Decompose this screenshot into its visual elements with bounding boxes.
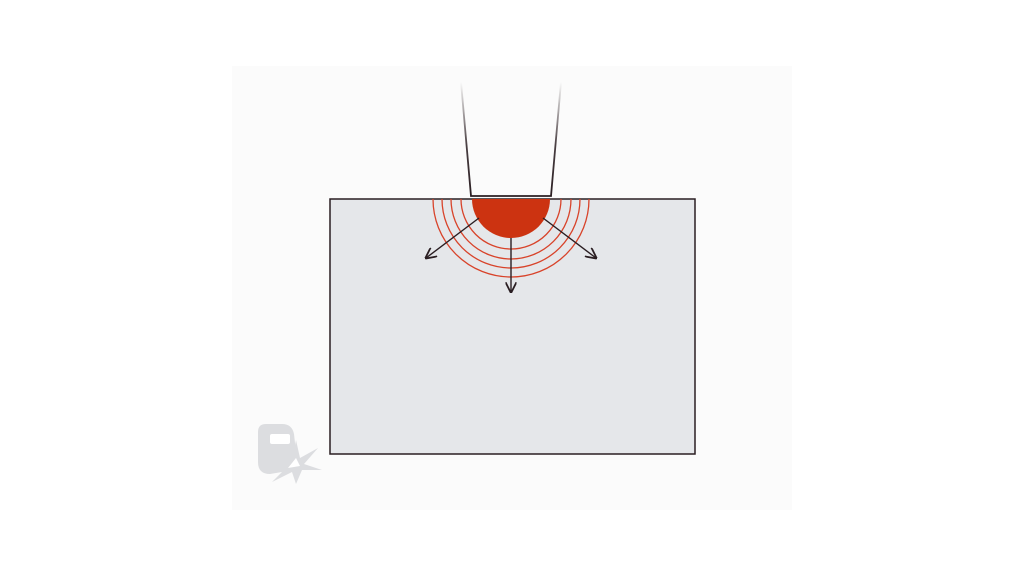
arrow-right <box>542 217 596 258</box>
arrow-left <box>426 217 480 258</box>
weld-pool <box>472 199 550 238</box>
heat-flow-arrows <box>426 217 596 292</box>
workpiece-block <box>329 198 696 455</box>
welding-helmet-spark-icon <box>258 424 322 484</box>
electrode-tip <box>460 81 562 197</box>
